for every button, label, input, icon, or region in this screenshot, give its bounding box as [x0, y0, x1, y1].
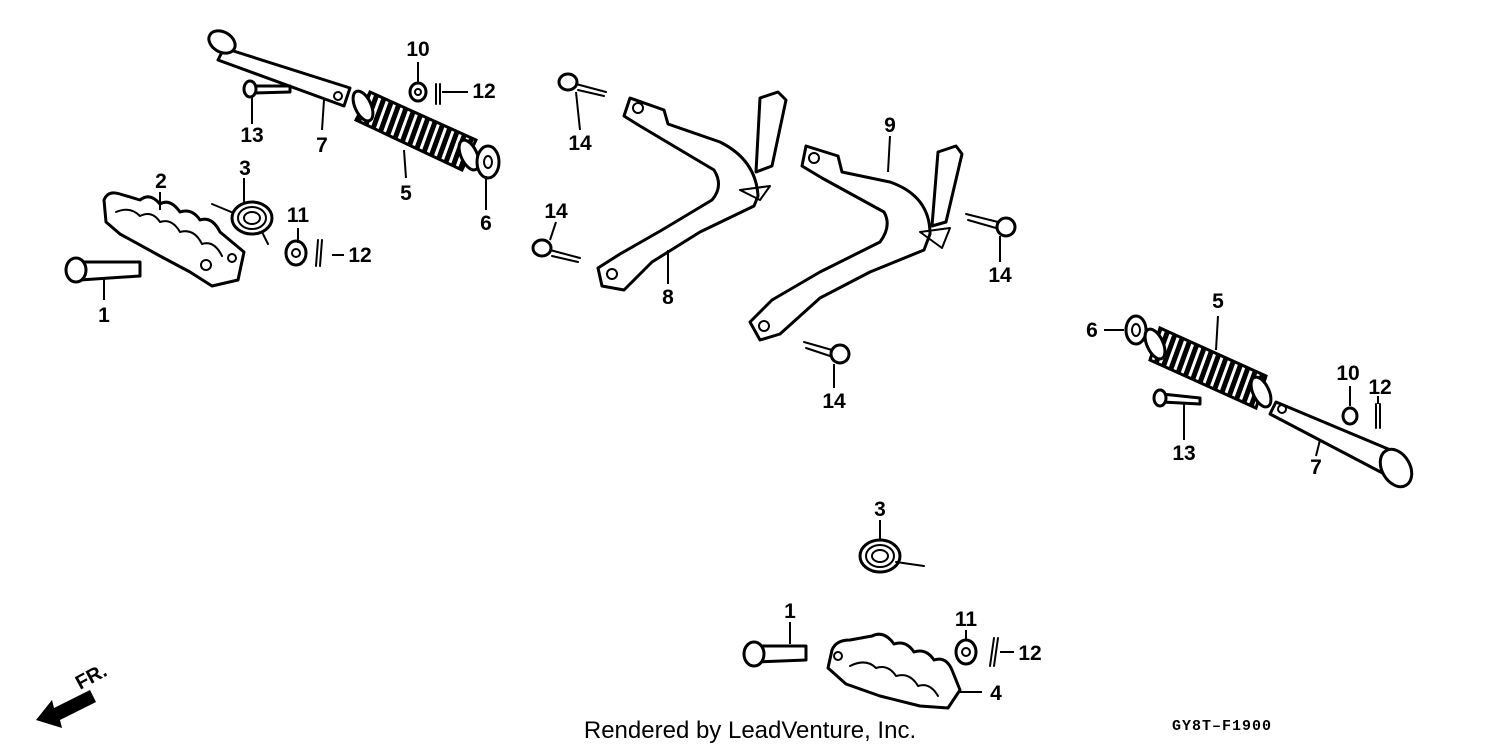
- callout-5-left: 5: [400, 182, 412, 205]
- callout-14-mid: 14: [544, 200, 568, 223]
- callout-13-right: 13: [1172, 442, 1195, 465]
- cotter-pin-right[interactable]: [1375, 403, 1381, 429]
- cotter-pin-right-bottom[interactable]: [989, 637, 999, 667]
- callout-12-right-bottom: 12: [1018, 642, 1041, 665]
- callout-14-right: 14: [988, 264, 1012, 287]
- front-arrow-icon: [36, 690, 96, 728]
- callout-14-top: 14: [568, 132, 592, 155]
- footpeg-pin-right[interactable]: [1268, 400, 1418, 492]
- bolt-mid-left[interactable]: [531, 238, 581, 263]
- leader-lines: [103, 62, 1379, 693]
- bolt-right-top[interactable]: [965, 213, 1017, 238]
- callout-13-left: 13: [240, 124, 263, 147]
- cotter-pin-left-mid[interactable]: [315, 239, 323, 267]
- callout-1-right: 1: [784, 600, 796, 623]
- clevis-pin-left[interactable]: [242, 79, 292, 99]
- callout-11-right: 11: [955, 608, 978, 631]
- callout-9: 9: [884, 114, 896, 137]
- step-bracket-8[interactable]: [596, 90, 788, 292]
- foot-peg-right[interactable]: [826, 632, 962, 710]
- pivot-pin-left[interactable]: [64, 256, 142, 284]
- callout-12-left-top: 12: [472, 80, 495, 103]
- washer-thick-right[interactable]: [954, 638, 978, 666]
- callout-3-left: 3: [239, 157, 251, 180]
- callout-12-left-mid: 12: [348, 244, 371, 267]
- rubber-grip-right[interactable]: [1141, 325, 1275, 411]
- callout-1-left: 1: [98, 304, 110, 327]
- callout-8: 8: [662, 286, 674, 309]
- callout-12-right: 12: [1368, 376, 1391, 399]
- pivot-pin-right[interactable]: [742, 640, 808, 668]
- front-direction-indicator: FR.: [36, 660, 111, 728]
- callout-3-right: 3: [874, 498, 886, 521]
- callout-10-left: 10: [406, 38, 429, 61]
- callout-6-right: 6: [1086, 319, 1098, 342]
- callout-6-left: 6: [480, 212, 492, 235]
- callout-14-bottom: 14: [822, 390, 846, 413]
- callout-labels: 1 2 3 11 12 13 7 5 6 10 12 14 14 8 9 14 …: [98, 38, 1392, 705]
- clevis-pin-right[interactable]: [1152, 388, 1202, 408]
- callout-2: 2: [155, 170, 167, 193]
- callout-5-right: 5: [1212, 290, 1224, 313]
- return-spring-right[interactable]: [858, 538, 925, 574]
- rubber-grip-left[interactable]: [349, 88, 483, 173]
- washer-right[interactable]: [1124, 314, 1148, 346]
- step-bracket-9[interactable]: [748, 144, 964, 342]
- washer-small-right[interactable]: [1341, 406, 1359, 426]
- foot-peg-left[interactable]: [102, 191, 246, 288]
- footpeg-pin-left[interactable]: [205, 26, 352, 108]
- return-spring-left[interactable]: [211, 200, 274, 245]
- callout-11-left: 11: [287, 204, 310, 227]
- front-label: FR.: [72, 660, 111, 695]
- callout-7-left: 7: [316, 134, 328, 157]
- bolt-top-left[interactable]: [557, 72, 607, 97]
- bolt-right-bottom[interactable]: [803, 341, 851, 365]
- callout-10-right: 10: [1336, 362, 1359, 385]
- callout-4: 4: [990, 682, 1002, 705]
- washer-left[interactable]: [475, 144, 501, 180]
- washer-small-left[interactable]: [408, 81, 428, 103]
- rendered-by-credit: Rendered by LeadVenture, Inc.: [584, 717, 916, 744]
- callout-7-right: 7: [1310, 456, 1322, 479]
- cotter-pin-left-top[interactable]: [435, 83, 441, 105]
- washer-thick-left[interactable]: [284, 239, 308, 267]
- diagram-code: GY8T–F1900: [1172, 718, 1272, 735]
